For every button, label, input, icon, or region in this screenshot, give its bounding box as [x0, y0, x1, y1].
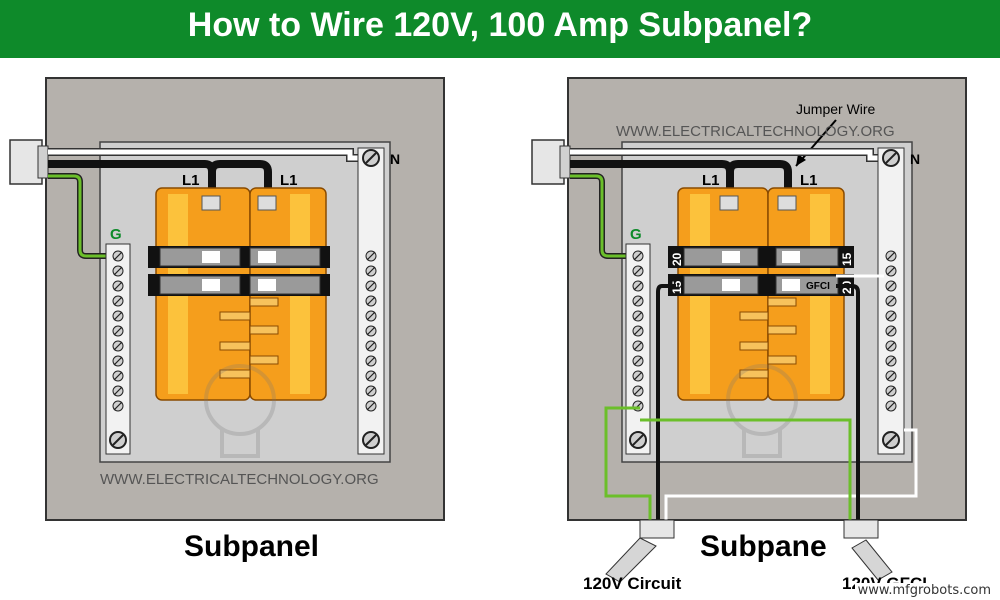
right-neutral-bar-screws: [885, 250, 897, 412]
left-bulb-logo: [204, 364, 276, 458]
gfci-ground-wire: [640, 418, 852, 524]
right-conduit: [531, 139, 571, 185]
left-lug-a: [201, 195, 221, 211]
right-breaker-row-1: 20 15: [668, 246, 854, 268]
breaker-rating-right-top: 15: [840, 252, 854, 266]
page-title: How to Wire 120V, 100 Amp Subpanel?: [187, 6, 813, 44]
right-lug-b: [777, 195, 797, 211]
right-lug-a: [719, 195, 739, 211]
right-ground-wire: [570, 174, 642, 258]
left-neutral-bar-screws: [365, 250, 377, 412]
title-banner: How to Wire 120V, 100 Amp Subpanel?: [0, 0, 1000, 58]
right-label-ground: G: [630, 226, 642, 243]
circuit-left-conduit: [605, 519, 675, 583]
left-panel-caption: Subpanel: [184, 530, 320, 563]
left-ground-bar-screws: [112, 250, 124, 412]
breaker-rating-left-top: 20: [670, 252, 684, 266]
right-jumper-label: Jumper Wire: [796, 101, 876, 117]
circuit-left-ground-wire: [604, 406, 652, 524]
right-breaker-row-2: 15 GFCI 20: [668, 274, 854, 296]
breaker-rating-left-bottom: 15: [670, 280, 684, 294]
right-label-l1-b: L1: [800, 172, 818, 189]
circuit-left-hot-wire: [656, 284, 676, 524]
gfci-label: GFCI: [806, 281, 830, 292]
right-watermark: WWW.ELECTRICALTECHNOLOGY.ORG: [616, 123, 895, 140]
right-label-neutral: N: [910, 151, 920, 167]
right-ground-bar-screws: [632, 250, 644, 412]
left-subpanel: L1 L1 G N WWW.ELECTRICALT: [9, 77, 445, 521]
right-bulb-logo: [726, 364, 798, 458]
left-lug-b: [257, 195, 277, 211]
corner-watermark: www.mfgrobots.com: [854, 583, 994, 598]
circuit-left-neutral-wire: [664, 428, 918, 524]
gfci-hot-wire: [836, 284, 860, 524]
left-label-neutral: N: [390, 151, 400, 167]
left-breaker-row-2: [148, 274, 330, 296]
right-subpanel: Jumper Wire WWW.ELECTRICALTECHNOLOGY.ORG…: [531, 77, 967, 583]
circuit-right-conduit: [843, 519, 893, 581]
left-label-l1-b: L1: [280, 172, 298, 189]
circuit-left-label: 120V Circuit: [583, 574, 682, 593]
right-panel-caption: Subpane: [700, 530, 827, 563]
left-breaker-row-1: [148, 246, 330, 268]
left-watermark: WWW.ELECTRICALTECHNOLOGY.ORG: [100, 471, 379, 488]
right-label-l1-a: L1: [702, 172, 720, 189]
left-label-l1-a: L1: [182, 172, 200, 189]
left-hot-wire: [48, 160, 272, 200]
left-label-ground: G: [110, 226, 122, 243]
wiring-diagram: L1 L1 G N WWW.ELECTRICALT: [9, 77, 967, 583]
right-hot-wire: [570, 160, 792, 200]
left-conduit: [9, 139, 49, 185]
